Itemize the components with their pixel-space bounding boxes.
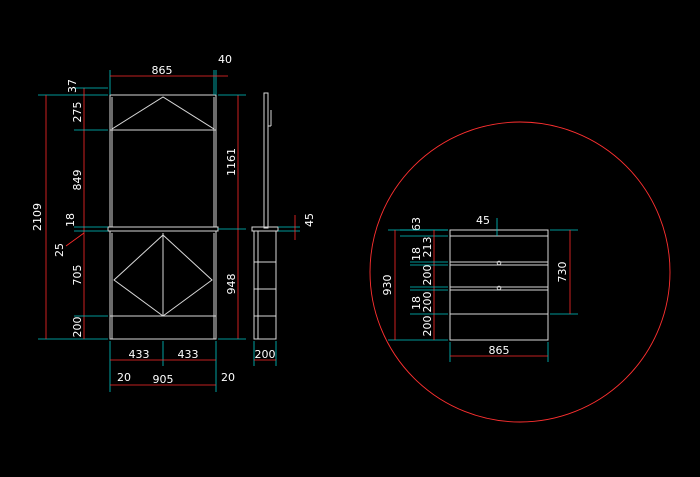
counter-slab (107, 226, 219, 232)
dim-detail-200b: 200 (421, 292, 434, 313)
dim-door-right: 433 (178, 348, 199, 361)
dim-detail-200a: 200 (421, 265, 434, 286)
side-lower-body (253, 230, 277, 340)
dim-top-width: 865 (152, 64, 173, 77)
dim-upper-height: 1161 (225, 148, 238, 176)
front-elevation: 865 40 2109 37 275 849 18 25 705 200 116… (31, 53, 246, 392)
dim-side-depth: 200 (255, 348, 276, 361)
dim-right-margin: 20 (221, 371, 235, 384)
detail-knob-1 (496, 260, 502, 266)
side-elevation: 45 200 (251, 92, 316, 366)
dim-detail-overall-height: 930 (381, 275, 394, 296)
dim-detail-200c: 200 (421, 316, 434, 337)
dim-stack-18: 18 (64, 213, 77, 227)
dim-detail-18a: 18 (410, 247, 423, 261)
upper-top-panel (109, 94, 217, 131)
dim-detail-63: 63 (410, 217, 423, 231)
upper-top-panel-diagonal (111, 96, 215, 130)
leader-25 (65, 232, 85, 247)
detail-view: 63 45 930 213 18 200 18 200 200 730 865 (369, 121, 671, 423)
dim-detail-width: 865 (489, 344, 510, 357)
detail-circle (369, 121, 671, 423)
dim-door-left: 433 (129, 348, 150, 361)
dim-stack-705: 705 (71, 265, 84, 286)
dim-detail-right-height: 730 (556, 262, 569, 283)
dim-stack-25: 25 (53, 243, 66, 257)
side-upper-panel (263, 92, 269, 229)
dim-stack-200: 200 (71, 317, 84, 338)
lower-cabinet (109, 230, 217, 340)
dim-stack-275: 275 (71, 102, 84, 123)
dim-left-margin: 20 (117, 371, 131, 384)
dim-detail-213: 213 (421, 237, 434, 258)
detail-cabinet (449, 229, 549, 341)
lower-door-right-diagonal (162, 234, 213, 317)
dim-lower-height: 948 (225, 274, 238, 295)
upper-cabinet (109, 94, 217, 228)
dim-side-thickness: 45 (303, 213, 316, 227)
dim-stack-37: 37 (66, 79, 79, 93)
dim-detail-18b: 18 (410, 296, 423, 310)
dim-overall-width: 905 (153, 373, 174, 386)
dim-overall-height: 2109 (31, 203, 44, 231)
dim-detail-45: 45 (476, 214, 490, 227)
dim-stack-849: 849 (71, 170, 84, 191)
detail-knob-2 (496, 285, 502, 291)
dim-top-offset: 40 (218, 53, 232, 66)
lower-door-left-diagonal (113, 234, 164, 317)
